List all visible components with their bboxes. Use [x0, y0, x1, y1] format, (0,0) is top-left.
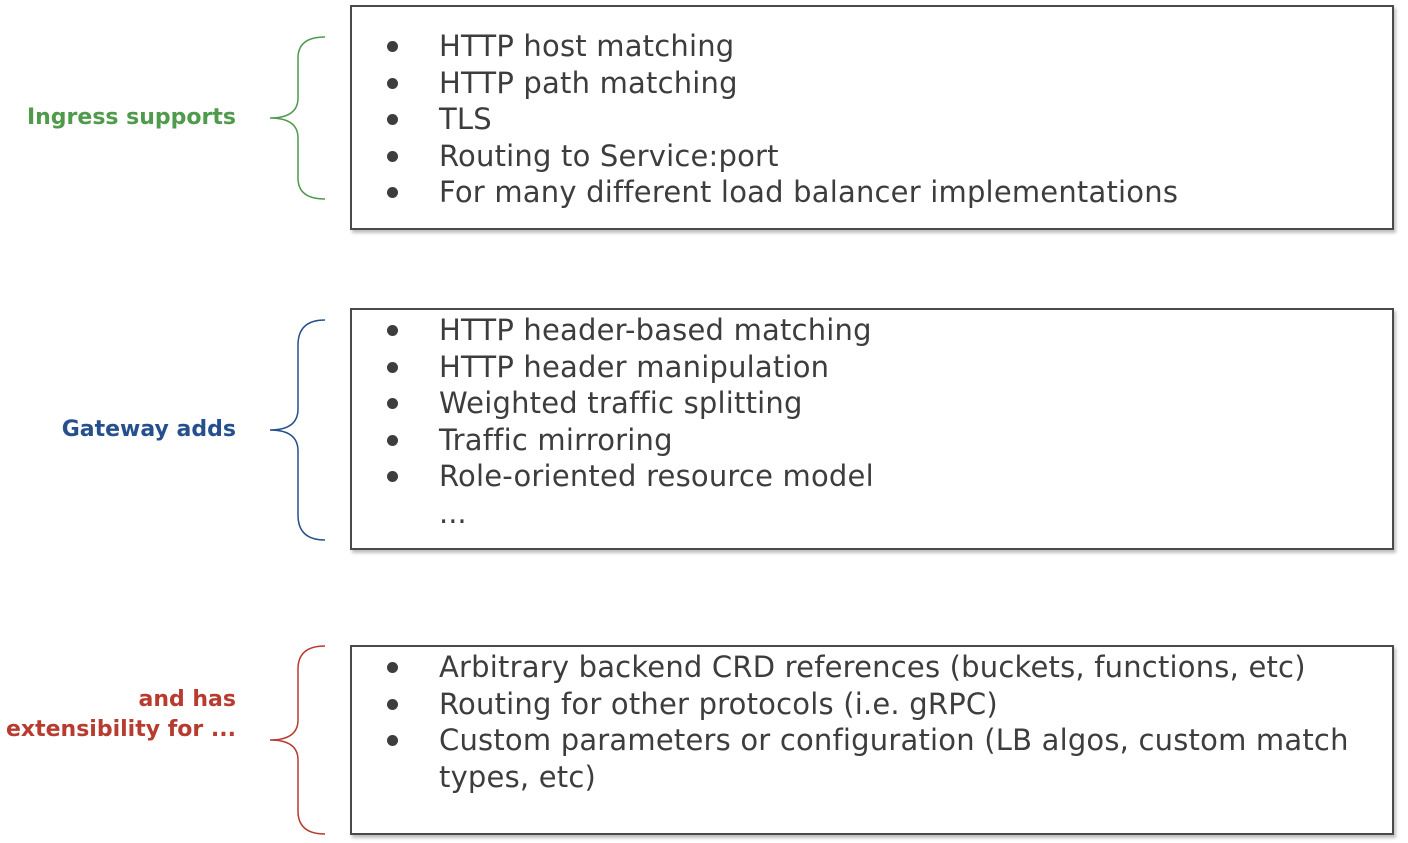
bullet-dot-icon: [387, 361, 398, 373]
list-item: HTTP header manipulation: [352, 349, 1392, 386]
list-item-text: HTTP path matching: [439, 65, 738, 100]
bullet-dot-icon: [387, 398, 398, 409]
section-label-line: Gateway adds: [61, 417, 236, 442]
list-item-text: TLS: [439, 102, 492, 136]
list-item-text: HTTP header manipulation: [439, 349, 830, 384]
bullet-dot-icon: [387, 77, 398, 89]
list-item: Custom parameters or configuration (LB a…: [352, 722, 1392, 795]
section-label-line: Ingress supports: [26, 105, 236, 130]
section-label-line: extensibility for ...: [5, 717, 236, 742]
section-label-gateway: Gateway adds: [62, 415, 236, 445]
list-item: Traffic mirroring: [352, 422, 1392, 459]
list-item: Arbitrary backend CRD references (bucket…: [352, 649, 1392, 686]
bullet-dot-icon: [387, 698, 398, 710]
bullet-dot-icon: [387, 735, 398, 746]
bullet-dot-icon: [387, 471, 398, 482]
list-item: Routing to Service:port: [352, 138, 1392, 175]
ingress-features-box: HTTP host matching HTTP path matching TL…: [350, 5, 1394, 230]
gateway-features-list: HTTP header-based matching HTTP header m…: [352, 312, 1392, 495]
list-item: Role-oriented resource model: [352, 458, 1392, 495]
list-item: HTTP path matching: [352, 65, 1392, 102]
bullet-dot-icon: [387, 187, 398, 198]
bullet-dot-icon: [387, 114, 398, 125]
bullet-dot-icon: [387, 662, 398, 673]
section-label-line: and has: [138, 687, 236, 712]
bullet-dot-icon: [387, 150, 398, 162]
ingress-features-list: HTTP host matching HTTP path matching TL…: [352, 28, 1392, 211]
list-item: HTTP host matching: [352, 28, 1392, 65]
list-item-text: Traffic mirroring: [439, 422, 673, 457]
section-label-extensibility: and has extensibility for ...: [6, 685, 236, 745]
left-curly-brace-icon: [269, 319, 326, 541]
list-item-text: Weighted traffic splitting: [439, 386, 803, 420]
list-item-text: Custom parameters or configuration (LB a…: [439, 723, 1349, 794]
bullet-dot-icon: [387, 434, 398, 446]
list-item-text: For many different load balancer impleme…: [439, 175, 1179, 209]
list-item: TLS: [352, 101, 1392, 138]
list-ellipsis: ...: [439, 496, 467, 530]
list-item-text: Routing to Service:port: [439, 138, 779, 173]
section-label-ingress: Ingress supports: [27, 103, 236, 133]
list-item-text: Routing for other protocols (i.e. gRPC): [439, 686, 998, 721]
list-item-text: Arbitrary backend CRD references (bucket…: [439, 650, 1306, 684]
left-curly-brace-icon: [269, 36, 326, 200]
extensibility-features-box: Arbitrary backend CRD references (bucket…: [350, 645, 1394, 835]
list-item: For many different load balancer impleme…: [352, 174, 1392, 211]
list-item-text: Role-oriented resource model: [439, 459, 874, 493]
list-item-text: HTTP header-based matching: [439, 313, 872, 347]
list-item: Routing for other protocols (i.e. gRPC): [352, 686, 1392, 723]
list-item: Weighted traffic splitting: [352, 385, 1392, 422]
list-item: HTTP header-based matching: [352, 312, 1392, 349]
gateway-features-box: HTTP header-based matching HTTP header m…: [350, 308, 1394, 550]
bullet-dot-icon: [387, 325, 398, 336]
list-item-text: HTTP host matching: [439, 29, 735, 63]
bullet-dot-icon: [387, 41, 398, 52]
left-curly-brace-icon: [269, 645, 326, 835]
extensibility-features-list: Arbitrary backend CRD references (bucket…: [352, 649, 1392, 795]
